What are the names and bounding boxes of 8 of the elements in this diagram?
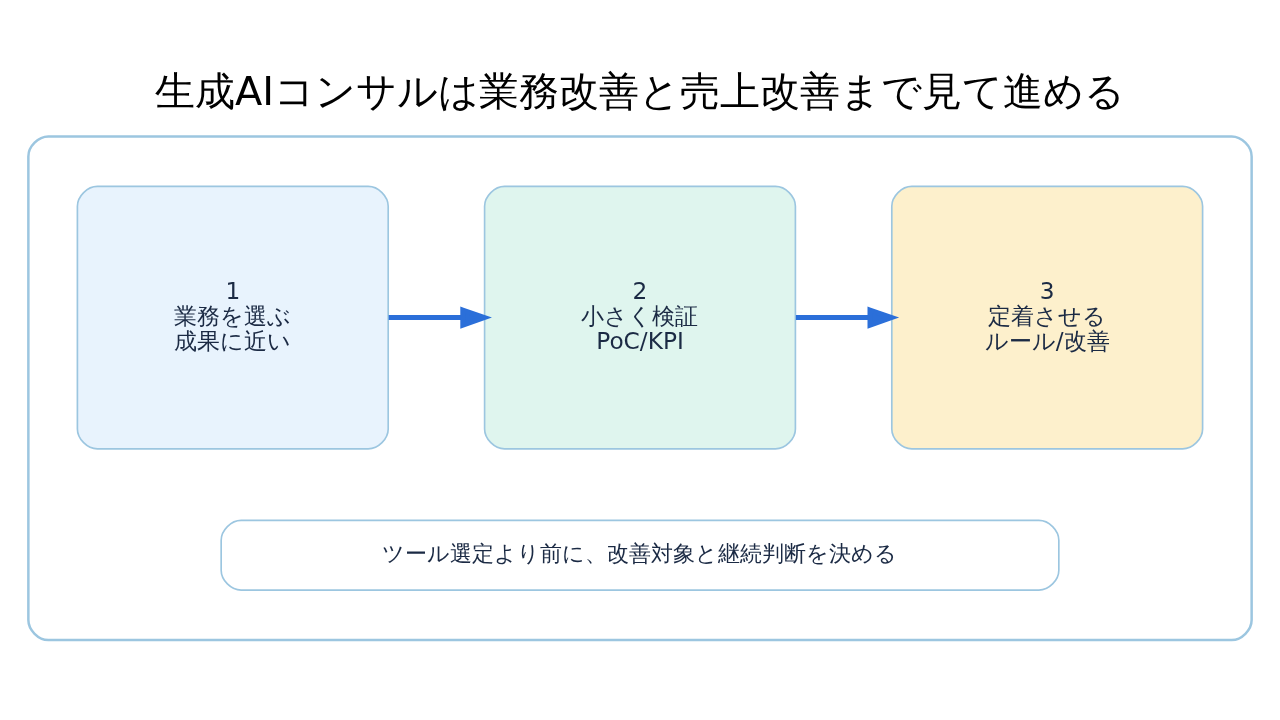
arrow [388,306,492,329]
arrow [795,306,900,329]
node-box: 3 定着させる ルール/改善 [890,185,1204,450]
diagram-title: 生成AIコンサルは業務改善と売上改善まで見て進める [154,68,1126,115]
node-box: ツール選定より前に、改善対象と継続判断を決める [220,519,1060,592]
node-box: 1 業務を選ぶ 成果に近い [76,185,390,450]
node-box: 2 小さく検証 PoC/KPI [483,185,797,450]
cluster [27,135,1253,642]
